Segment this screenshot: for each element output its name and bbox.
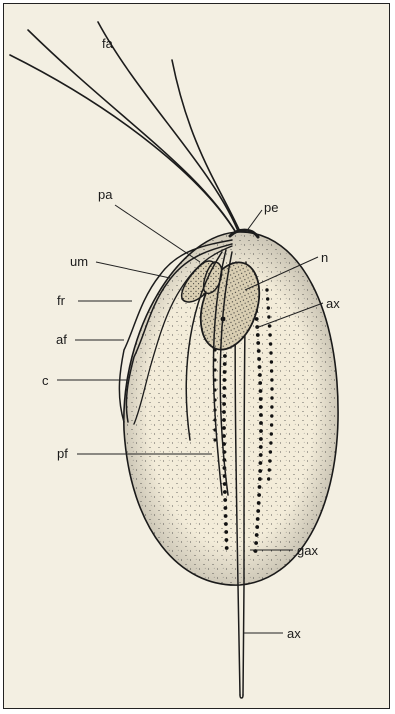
granule — [259, 389, 263, 393]
label-pa: pa — [98, 187, 113, 202]
granule — [259, 421, 263, 425]
granule — [257, 357, 261, 361]
label-fr: fr — [57, 293, 66, 308]
granule — [258, 477, 262, 481]
granule — [259, 437, 263, 441]
granule — [259, 461, 263, 465]
granule — [268, 324, 271, 327]
granule — [255, 533, 259, 537]
granule — [224, 530, 228, 534]
granule — [268, 333, 271, 336]
granule — [268, 459, 271, 462]
granule — [256, 341, 260, 345]
granule — [258, 365, 262, 369]
granule — [223, 490, 227, 494]
granule — [269, 441, 272, 444]
granule — [222, 394, 226, 398]
label-pe: pe — [264, 200, 278, 215]
granule — [224, 522, 228, 526]
granule — [259, 397, 263, 401]
granule — [225, 538, 229, 542]
granule — [256, 517, 260, 521]
granule — [270, 423, 273, 426]
granule — [259, 445, 263, 449]
granule — [222, 402, 226, 406]
granule — [267, 306, 270, 309]
granule — [266, 297, 269, 300]
label-c: c — [42, 373, 49, 388]
granule — [223, 370, 227, 374]
granule — [222, 418, 226, 422]
granule — [258, 381, 262, 385]
granule — [257, 349, 261, 353]
granule — [259, 405, 263, 409]
granule — [269, 450, 272, 453]
granule — [259, 453, 263, 457]
granule — [269, 351, 272, 354]
granule — [259, 429, 263, 433]
granule — [254, 541, 258, 545]
granule — [223, 362, 227, 366]
granule — [258, 469, 262, 473]
granule — [224, 506, 228, 510]
granule — [265, 288, 268, 291]
granule — [270, 369, 273, 372]
granule — [270, 378, 273, 381]
label-ax-bottom: ax — [287, 626, 301, 641]
label-um: um — [70, 254, 88, 269]
granule — [270, 405, 273, 408]
granule — [223, 378, 227, 382]
granule — [222, 386, 226, 390]
granule — [256, 509, 260, 513]
label-af: af — [56, 332, 67, 347]
granule — [270, 414, 273, 417]
granule — [268, 468, 271, 471]
granule — [258, 485, 262, 489]
granule — [267, 477, 270, 480]
granule — [270, 360, 273, 363]
label-n: n — [321, 250, 328, 265]
granule — [225, 546, 229, 550]
granule — [267, 315, 270, 318]
label-fa: fa — [102, 36, 114, 51]
anterior-flagella — [10, 22, 242, 236]
label-ax-top: ax — [326, 296, 340, 311]
granule — [270, 432, 273, 435]
granule — [257, 501, 261, 505]
granule — [270, 387, 273, 390]
granule — [222, 410, 226, 414]
granule — [222, 426, 226, 430]
granule — [259, 413, 263, 417]
granule — [224, 514, 228, 518]
granule — [269, 342, 272, 345]
label-pf: pf — [57, 446, 68, 461]
granule — [255, 525, 259, 529]
granule — [258, 373, 262, 377]
granule — [270, 396, 273, 399]
label-gax: gax — [297, 543, 318, 558]
granule — [257, 493, 261, 497]
granule — [256, 333, 260, 337]
granule — [223, 498, 227, 502]
granule — [223, 354, 227, 358]
